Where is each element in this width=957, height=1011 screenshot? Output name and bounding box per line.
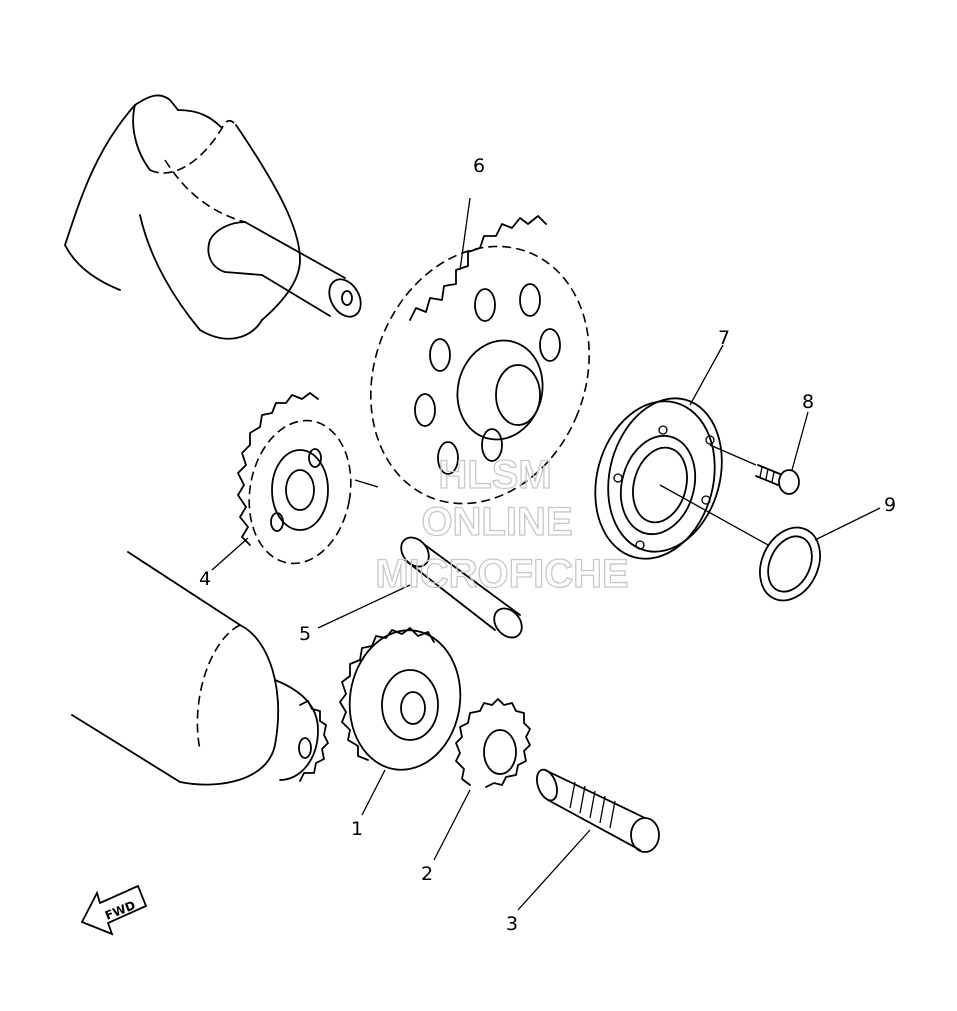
- housing-7-drawing: [594, 397, 723, 560]
- callout-1: 1: [351, 818, 363, 840]
- watermark-line-1: HLSM: [438, 453, 551, 497]
- callout-3: 3: [506, 913, 518, 935]
- gear-4-drawing: [237, 392, 352, 565]
- bolt-8-drawing: [755, 464, 800, 495]
- callout-8: 8: [802, 391, 814, 413]
- callout-labels: 6 7 8 9 4 5 1 2 3: [199, 155, 896, 935]
- callout-4: 4: [199, 568, 211, 590]
- callout-5: 5: [299, 623, 311, 645]
- callout-2: 2: [421, 863, 433, 885]
- callout-9: 9: [884, 494, 896, 516]
- callout-7: 7: [718, 327, 730, 349]
- crankshaft-drawing: [64, 94, 362, 340]
- forward-arrow-icon: FWD: [80, 884, 148, 936]
- washer-9-drawing: [759, 526, 821, 602]
- callout-6: 6: [473, 155, 485, 177]
- gear-1-drawing: [339, 627, 462, 771]
- watermark: HLSM ONLINE MICROFICHE: [375, 452, 630, 596]
- leader-lines: [211, 197, 881, 911]
- pin-5-drawing: [400, 536, 523, 639]
- watermark-line-2: ONLINE: [421, 500, 572, 544]
- watermark-line-3: MICROFICHE: [375, 552, 628, 596]
- shaft-3-drawing: [536, 768, 660, 853]
- balancer-shaft-drawing: [71, 551, 329, 786]
- gear-6-drawing: [370, 215, 590, 505]
- assembly-lines: [354, 444, 769, 546]
- gear-2-drawing: [455, 698, 531, 788]
